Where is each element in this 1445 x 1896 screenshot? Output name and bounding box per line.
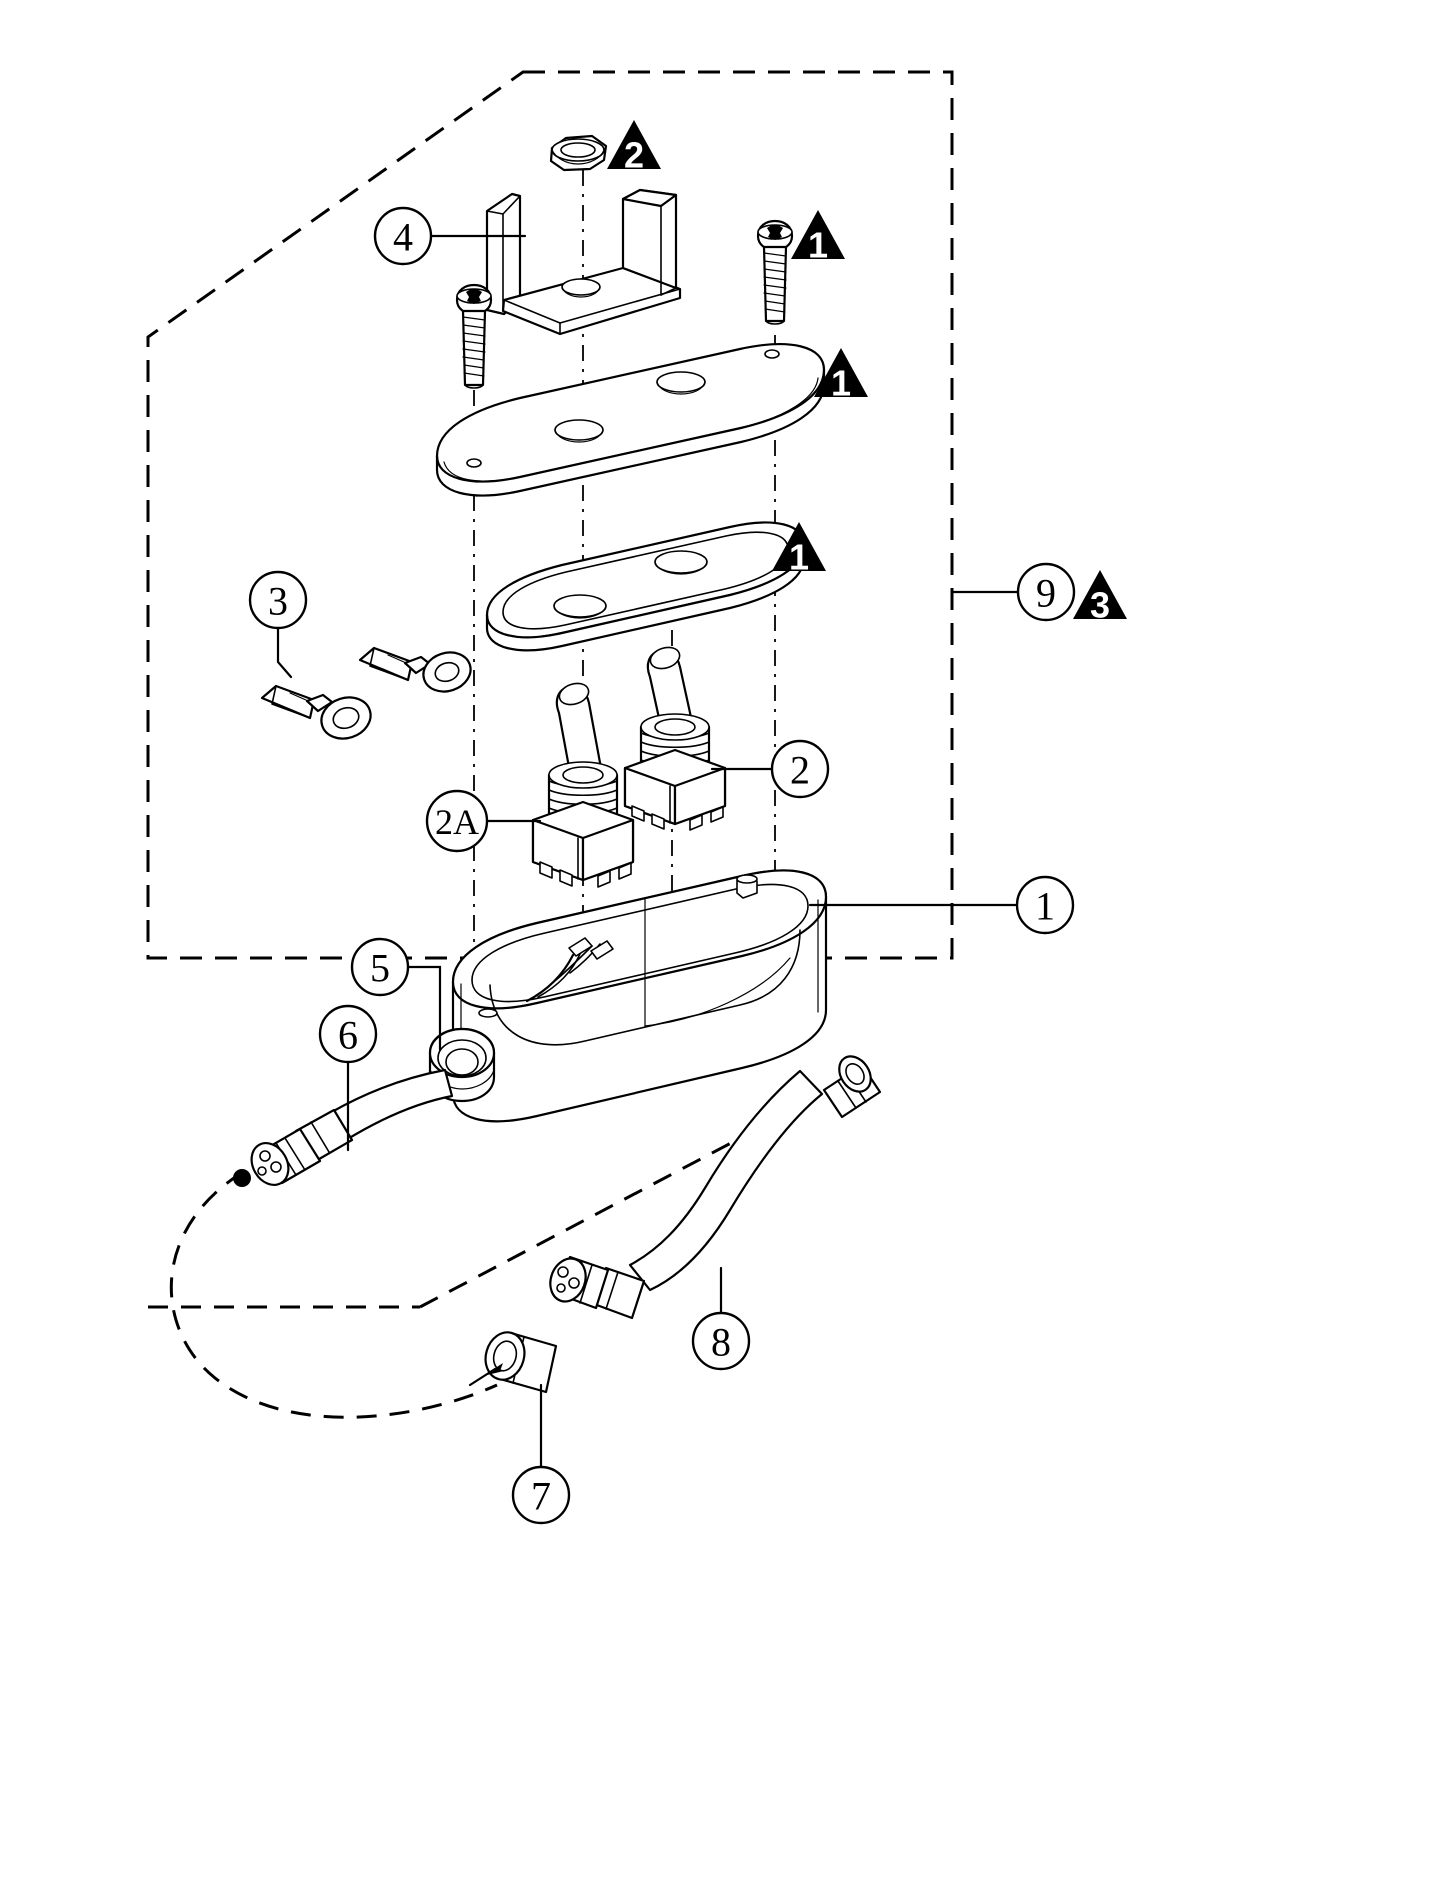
warning-triangle-icon	[1073, 570, 1127, 619]
callout-9[interactable]: 9	[950, 562, 1076, 622]
machine-screw-left	[455, 283, 493, 389]
warning-triangle-icon	[814, 348, 868, 397]
callout-4-balloon	[373, 206, 433, 266]
note-triangle-1-screw-label: 1	[808, 225, 828, 266]
callout-3[interactable]: 3	[248, 570, 308, 679]
cover-plate	[435, 343, 826, 497]
note-triangle-3-label: 3	[1090, 585, 1110, 626]
toggle-switch-right	[623, 646, 727, 831]
callout-2a-label: 2A	[435, 802, 479, 842]
callout-3-balloon	[248, 570, 308, 630]
callout-9-balloon	[1016, 562, 1076, 622]
callout-7-label: 7	[531, 1474, 551, 1519]
callout-3-label: 3	[268, 579, 288, 624]
note-triangle-1-screw[interactable]: 1	[791, 210, 845, 266]
callout-7[interactable]: 7	[511, 1383, 571, 1525]
note-triangle-1-gasket-label: 1	[789, 537, 809, 578]
callout-6[interactable]: 6	[318, 1004, 378, 1152]
callout-3-leader	[276, 626, 293, 679]
callout-5[interactable]: 5	[350, 937, 442, 1052]
connector-cap	[468, 1331, 558, 1394]
harness-short	[233, 1068, 454, 1187]
callout-4-label: 4	[393, 215, 413, 260]
callout-2-label: 2	[790, 748, 810, 793]
callout-5-label: 5	[370, 946, 390, 991]
note-triangle-3[interactable]: 3	[1073, 570, 1127, 626]
note-triangle-1-gasket[interactable]: 1	[772, 522, 826, 578]
machine-screw-right	[756, 219, 794, 325]
note-triangle-1-plate-label: 1	[831, 363, 851, 404]
callout-2-balloon	[770, 739, 830, 799]
warning-triangle-icon	[607, 120, 661, 169]
callout-8-balloon	[691, 1311, 751, 1371]
callout-6-label: 6	[338, 1013, 358, 1058]
callout-2a[interactable]: 2A	[425, 789, 542, 853]
toggle-switch-left	[531, 682, 635, 888]
enclosure-housing	[451, 869, 828, 1123]
callout-7-balloon	[511, 1465, 571, 1525]
callout-8[interactable]: 8	[691, 1266, 751, 1371]
warning-triangle-icon	[772, 522, 826, 571]
mounting-bracket	[485, 188, 682, 336]
callout-8-label: 8	[711, 1320, 731, 1365]
callout-5-balloon	[350, 937, 410, 997]
callout-4[interactable]: 4	[373, 206, 527, 266]
callout-1-balloon	[1015, 875, 1075, 935]
ring-terminal	[260, 646, 472, 740]
callout-1[interactable]: 1	[808, 875, 1075, 935]
callout-9-label: 9	[1036, 571, 1056, 616]
note-triangle-2[interactable]: 2	[607, 120, 661, 176]
callout-2a-balloon	[425, 789, 489, 853]
callout-5-leader	[406, 965, 442, 1052]
warning-triangle-icon	[791, 210, 845, 259]
note-triangle-2-label: 2	[624, 135, 644, 176]
callout-2[interactable]: 2	[710, 739, 830, 799]
callout-6-balloon	[318, 1004, 378, 1064]
callout-1-label: 1	[1035, 884, 1055, 929]
gasket-seal	[485, 521, 806, 652]
harness-long	[549, 1055, 882, 1320]
lock-nut	[549, 134, 608, 172]
note-triangle-1-plate[interactable]: 1	[814, 348, 868, 404]
